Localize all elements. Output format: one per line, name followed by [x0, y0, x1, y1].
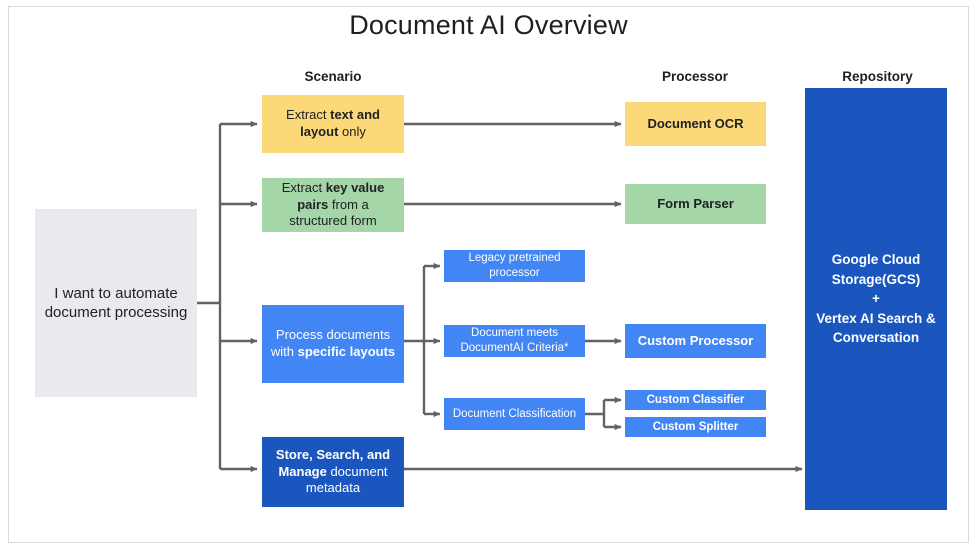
node-form-parser[interactable]: Form Parser [625, 184, 766, 224]
node-scenario-store-search-manage-label: Store, Search, and Manage document metad… [275, 447, 391, 496]
node-document-ocr-label: Document OCR [647, 115, 744, 131]
node-form-parser-label: Form Parser [657, 195, 734, 211]
node-scenario-extract-key-value-label: Extract key value pairs from a structure… [281, 180, 385, 229]
node-document-ocr[interactable]: Document OCR [625, 102, 766, 146]
node-scenario-process-specific-layouts[interactable]: Process documents with specific layouts [262, 305, 404, 383]
node-document-meets-criteria[interactable]: Document meets DocumentAI Criteria* [444, 325, 585, 357]
node-document-classification-label: Document Classification [452, 407, 577, 420]
node-scenario-store-search-manage[interactable]: Store, Search, and Manage document metad… [262, 437, 404, 507]
node-custom-classifier-label: Custom Classifier [646, 393, 745, 406]
node-scenario-extract-text-layout-label: Extract text and layout only [286, 107, 380, 139]
node-custom-classifier[interactable]: Custom Classifier [625, 390, 766, 410]
node-legacy-pretrained-processor[interactable]: Legacy pretrained processor [444, 250, 585, 282]
node-input-goal-label: I want to automate document processing [44, 284, 188, 321]
column-header-scenario: Scenario [304, 69, 362, 84]
node-custom-splitter-label: Custom Splitter [652, 420, 739, 433]
node-document-meets-criteria-label: Document meets DocumentAI Criteria* [460, 327, 569, 354]
column-header-repository: Repository [842, 69, 913, 84]
node-legacy-pretrained-processor-label: Legacy pretrained processor [468, 252, 561, 279]
node-custom-processor[interactable]: Custom Processor [625, 324, 766, 358]
node-input-goal[interactable]: I want to automate document processing [35, 209, 197, 397]
node-scenario-extract-key-value[interactable]: Extract key value pairs from a structure… [262, 178, 404, 232]
page-title: Document AI Overview [349, 10, 628, 40]
node-custom-processor-label: Custom Processor [637, 332, 754, 348]
node-document-classification[interactable]: Document Classification [444, 398, 585, 430]
node-scenario-process-specific-layouts-label: Process documents with specific layouts [270, 327, 396, 359]
column-header-processor: Processor [661, 69, 729, 84]
node-custom-splitter[interactable]: Custom Splitter [625, 417, 766, 437]
node-scenario-extract-text-layout[interactable]: Extract text and layout only [262, 95, 404, 153]
